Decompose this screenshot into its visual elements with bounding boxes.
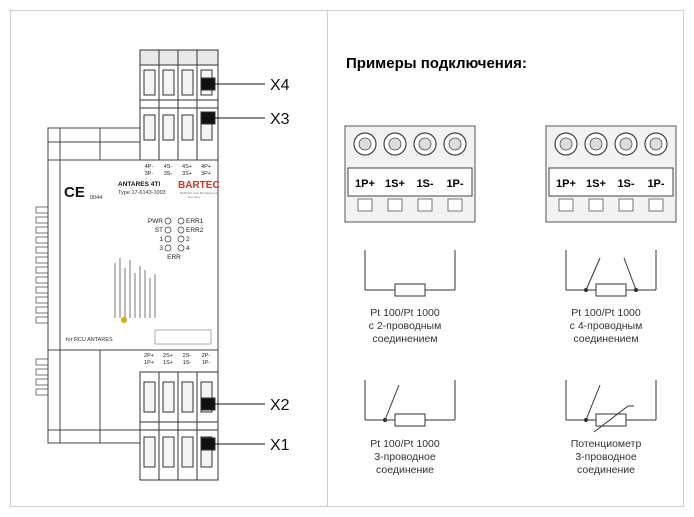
terminal-label: 1S- (183, 360, 192, 366)
terminal-label-1s-minus: 1S- (617, 178, 634, 190)
terminal-label: 3S- (164, 171, 173, 177)
terminal-label-1p-minus: 1P- (647, 178, 664, 190)
led-label-ch1: 1 (159, 236, 163, 243)
top-terminal-labels: 4P- 3P- 4S- 3S- 4S+ 3S+ 4P+ 3P+ (145, 164, 211, 177)
led-label-err2: ERR2 (186, 227, 204, 234)
led-indicator (164, 226, 172, 234)
led-label-ch4: 4 (186, 245, 190, 252)
examples-heading: Примеры подключения: (346, 55, 527, 72)
led-indicator (177, 217, 185, 225)
led-panel: PWR ERR1 ST ERR2 1 2 3 4 ERR (148, 217, 204, 261)
led-indicator (177, 244, 185, 252)
wiring-2-wire (364, 250, 456, 297)
led-label-st: ST (155, 227, 163, 234)
bottom-terminal-block (139, 371, 219, 481)
connector-label-x1: X1 (270, 437, 290, 454)
terminal-label: 2S- (183, 353, 192, 359)
led-label-err1: ERR1 (186, 218, 204, 225)
led-indicator (164, 235, 172, 243)
rcu-label: for RCU ANTARES (66, 337, 113, 343)
terminal-label-1s-minus: 1S- (416, 178, 433, 190)
led-label-err: ERR (167, 254, 181, 261)
terminal-label-1p-minus: 1P- (446, 178, 463, 190)
terminal-label: 4S- (164, 164, 173, 170)
connection-examples: 1P+ 1S+ 1S- 1P- 1P+ 1S+ 1S- 1P- (344, 125, 677, 433)
terminal-label: 3P+ (201, 171, 211, 177)
terminal-block-left: 1P+ 1S+ 1S- 1P- (344, 125, 476, 223)
terminal-label: 1S+ (163, 360, 173, 366)
terminal-label: 3S+ (182, 171, 192, 177)
terminal-label: 2S+ (163, 353, 173, 359)
connector-label-x4: X4 (270, 77, 290, 94)
caption-potentiometer: Потенциометр 3-проводное соединение (570, 438, 642, 476)
terminal-label: 1P- (202, 360, 211, 366)
terminal-label-1p-plus: 1P+ (355, 178, 375, 190)
front-plate (59, 159, 219, 351)
caption-2-wire: Pt 100/Pt 1000 с 2-проводным соединением (368, 307, 442, 345)
bottom-terminal-labels: 2P+ 1P+ 2S+ 1S+ 2S- 1S- 2P- 1P- (144, 353, 210, 366)
led-indicator (164, 217, 172, 225)
brand-logo: BARTEC (178, 180, 220, 191)
connector-callouts (215, 83, 265, 445)
terminal-label: 4S+ (182, 164, 192, 170)
connector-label-x3: X3 (270, 111, 290, 128)
terminal-label-1s-plus: 1S+ (586, 178, 606, 190)
label-field (154, 329, 212, 345)
terminal-label: 4P+ (201, 164, 211, 170)
caption-4-wire: Pt 100/Pt 1000 с 4-проводным соединением (569, 307, 643, 345)
terminal-label: 2P+ (144, 353, 154, 359)
led-label-pwr: PWR (148, 218, 163, 225)
terminal-label: 3P- (145, 171, 154, 177)
brand-subtitle: BARTEC Auto Management (180, 191, 217, 195)
certification-text (114, 258, 156, 318)
led-indicator (177, 226, 185, 234)
led-label-ch2: 2 (186, 236, 190, 243)
terminal-label-1s-plus: 1S+ (385, 178, 405, 190)
ex-icon (121, 317, 127, 323)
connector-label-x2: X2 (270, 397, 290, 414)
device-diagram: 4P- 3P- 4S- 3S- 4S+ 3S+ 4P+ 3P+ CE 0044 … (35, 49, 290, 481)
terminal-block-right: 1P+ 1S+ 1S- 1P- (545, 125, 677, 223)
ce-mark: CE (64, 184, 85, 201)
caption-3-wire: Pt 100/Pt 1000 3-проводное соединение (370, 438, 440, 476)
wiring-3-wire (364, 380, 456, 427)
led-indicator (177, 235, 185, 243)
ce-number: 0044 (90, 195, 102, 201)
led-indicator (164, 244, 172, 252)
terminal-label: 1P+ (144, 360, 154, 366)
top-terminal-block (139, 49, 219, 161)
panel-divider (327, 10, 328, 507)
led-label-ch3: 3 (159, 245, 163, 252)
wiring-4-wire (565, 250, 657, 297)
brand-country: Germany (188, 195, 201, 199)
device-name: ANTARES 4TI (118, 181, 160, 188)
wiring-potentiometer (565, 380, 657, 433)
terminal-label: 2P- (202, 353, 211, 359)
side-fins (35, 206, 49, 396)
page-frame (10, 10, 684, 507)
device-type: Type 17-6143-1003 (118, 190, 166, 196)
terminal-label-1p-plus: 1P+ (556, 178, 576, 190)
terminal-label: 4P- (145, 164, 154, 170)
